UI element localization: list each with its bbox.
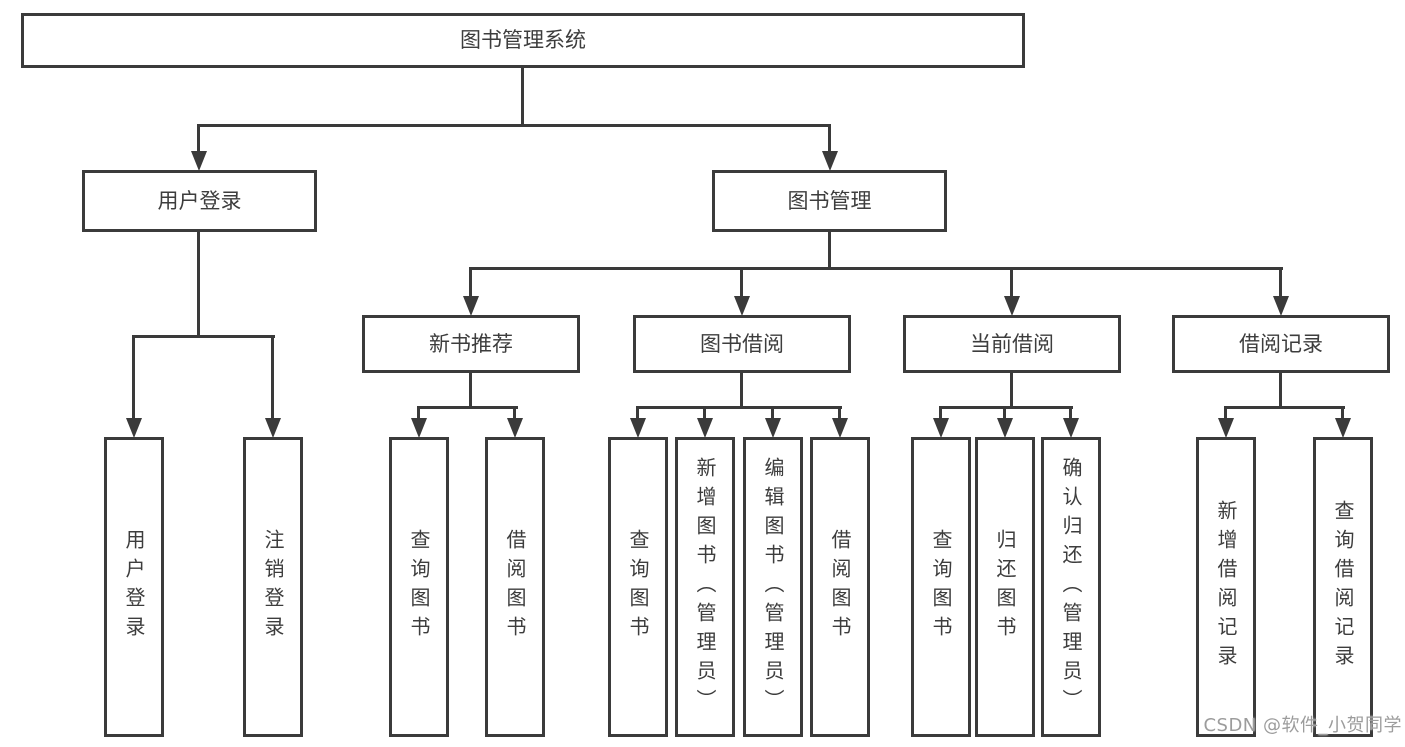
arrowhead-icon xyxy=(507,418,523,438)
node-new-book-recommend: 新书推荐 xyxy=(362,315,580,373)
edge-vertical xyxy=(1279,373,1282,409)
arrowhead-icon xyxy=(630,418,646,438)
edge-vertical xyxy=(838,406,841,422)
edge-vertical xyxy=(197,232,200,338)
leaf-borrow-query-books: 查询图书 xyxy=(608,437,668,737)
node-book-borrow-label: 图书借阅 xyxy=(700,331,784,356)
leaf-confirm-return-admin-label: 确认归还（管理员） xyxy=(1059,456,1083,718)
edge-vertical xyxy=(1069,406,1072,422)
node-current-borrow-label: 当前借阅 xyxy=(970,331,1054,356)
edge-vertical xyxy=(1010,267,1013,300)
leaf-logout: 注销登录 xyxy=(243,437,303,737)
leaf-user-login-label: 用户登录 xyxy=(122,529,146,645)
node-current-borrow: 当前借阅 xyxy=(903,315,1121,373)
edge-vertical xyxy=(1341,406,1344,422)
leaf-confirm-return-admin: 确认归还（管理员） xyxy=(1041,437,1101,737)
edge-vertical xyxy=(1279,267,1282,300)
arrowhead-icon xyxy=(822,151,838,171)
edge-vertical xyxy=(939,406,942,422)
edge-vertical xyxy=(417,406,420,422)
edge-vertical xyxy=(771,406,774,422)
edge-vertical xyxy=(521,68,524,125)
leaf-recommend-query-books: 查询图书 xyxy=(389,437,449,737)
leaf-query-borrow-record: 查询借阅记录 xyxy=(1313,437,1373,737)
leaf-recommend-borrow-books-label: 借阅图书 xyxy=(503,529,527,645)
leaf-edit-books-admin-label: 编辑图书（管理员） xyxy=(761,456,785,718)
node-user-login: 用户登录 xyxy=(82,170,317,232)
arrowhead-icon xyxy=(1063,418,1079,438)
edge-vertical xyxy=(132,335,135,421)
leaf-logout-label: 注销登录 xyxy=(261,529,285,645)
arrowhead-icon xyxy=(265,418,281,438)
leaf-borrow-books-label: 借阅图书 xyxy=(828,529,852,645)
edge-vertical xyxy=(636,406,639,422)
leaf-add-borrow-record-label: 新增借阅记录 xyxy=(1214,500,1238,674)
leaf-add-borrow-record: 新增借阅记录 xyxy=(1196,437,1256,737)
node-root-label: 图书管理系统 xyxy=(460,28,586,52)
arrowhead-icon xyxy=(1335,418,1351,438)
node-root: 图书管理系统 xyxy=(21,13,1025,68)
leaf-return-books: 归还图书 xyxy=(975,437,1035,737)
leaf-current-query-books: 查询图书 xyxy=(911,437,971,737)
arrowhead-icon xyxy=(191,151,207,171)
arrowhead-icon xyxy=(1004,296,1020,316)
leaf-recommend-borrow-books: 借阅图书 xyxy=(485,437,545,737)
arrowhead-icon xyxy=(832,418,848,438)
edge-vertical xyxy=(740,267,743,300)
arrowhead-icon xyxy=(997,418,1013,438)
node-book-management: 图书管理 xyxy=(712,170,947,232)
arrowhead-icon xyxy=(933,418,949,438)
node-new-book-recommend-label: 新书推荐 xyxy=(429,331,513,356)
edge-vertical xyxy=(469,267,472,300)
arrowhead-icon xyxy=(697,418,713,438)
edge-horizontal xyxy=(1224,406,1345,409)
edge-horizontal xyxy=(198,124,831,127)
edge-vertical xyxy=(740,373,743,409)
leaf-return-books-label: 归还图书 xyxy=(993,529,1017,645)
arrowhead-icon xyxy=(411,418,427,438)
arrowhead-icon xyxy=(1273,296,1289,316)
leaf-borrow-books: 借阅图书 xyxy=(810,437,870,737)
leaf-add-books-admin: 新增图书（管理员） xyxy=(675,437,735,737)
leaf-recommend-query-books-label: 查询图书 xyxy=(407,529,431,645)
leaf-user-login: 用户登录 xyxy=(104,437,164,737)
node-user-login-label: 用户登录 xyxy=(157,188,242,213)
edge-vertical xyxy=(271,335,274,421)
leaf-current-query-books-label: 查询图书 xyxy=(929,529,953,645)
edge-vertical xyxy=(469,373,472,409)
leaf-edit-books-admin: 编辑图书（管理员） xyxy=(743,437,803,737)
edge-vertical xyxy=(197,124,200,154)
edge-vertical xyxy=(1003,406,1006,422)
arrowhead-icon xyxy=(126,418,142,438)
leaf-query-borrow-record-label: 查询借阅记录 xyxy=(1331,500,1355,674)
edge-vertical xyxy=(703,406,706,422)
edge-horizontal xyxy=(417,406,518,409)
csdn-watermark: CSDN @软件_小贺同学 xyxy=(1203,715,1402,736)
arrowhead-icon xyxy=(765,418,781,438)
node-borrow-records: 借阅记录 xyxy=(1172,315,1390,373)
edge-horizontal xyxy=(939,406,1073,409)
arrowhead-icon xyxy=(734,296,750,316)
leaf-borrow-query-books-label: 查询图书 xyxy=(626,529,650,645)
node-book-borrow: 图书借阅 xyxy=(633,315,851,373)
edge-vertical xyxy=(828,124,831,154)
node-book-management-label: 图书管理 xyxy=(787,188,872,213)
edge-vertical xyxy=(513,406,516,422)
arrowhead-icon xyxy=(1218,418,1234,438)
edge-vertical xyxy=(828,232,831,270)
leaf-add-books-admin-label: 新增图书（管理员） xyxy=(693,456,717,718)
edge-vertical xyxy=(1010,373,1013,409)
node-borrow-records-label: 借阅记录 xyxy=(1239,331,1323,356)
edge-horizontal xyxy=(636,406,842,409)
edge-horizontal xyxy=(470,267,1283,270)
edge-horizontal xyxy=(133,335,275,338)
edge-vertical xyxy=(1224,406,1227,422)
arrowhead-icon xyxy=(463,296,479,316)
